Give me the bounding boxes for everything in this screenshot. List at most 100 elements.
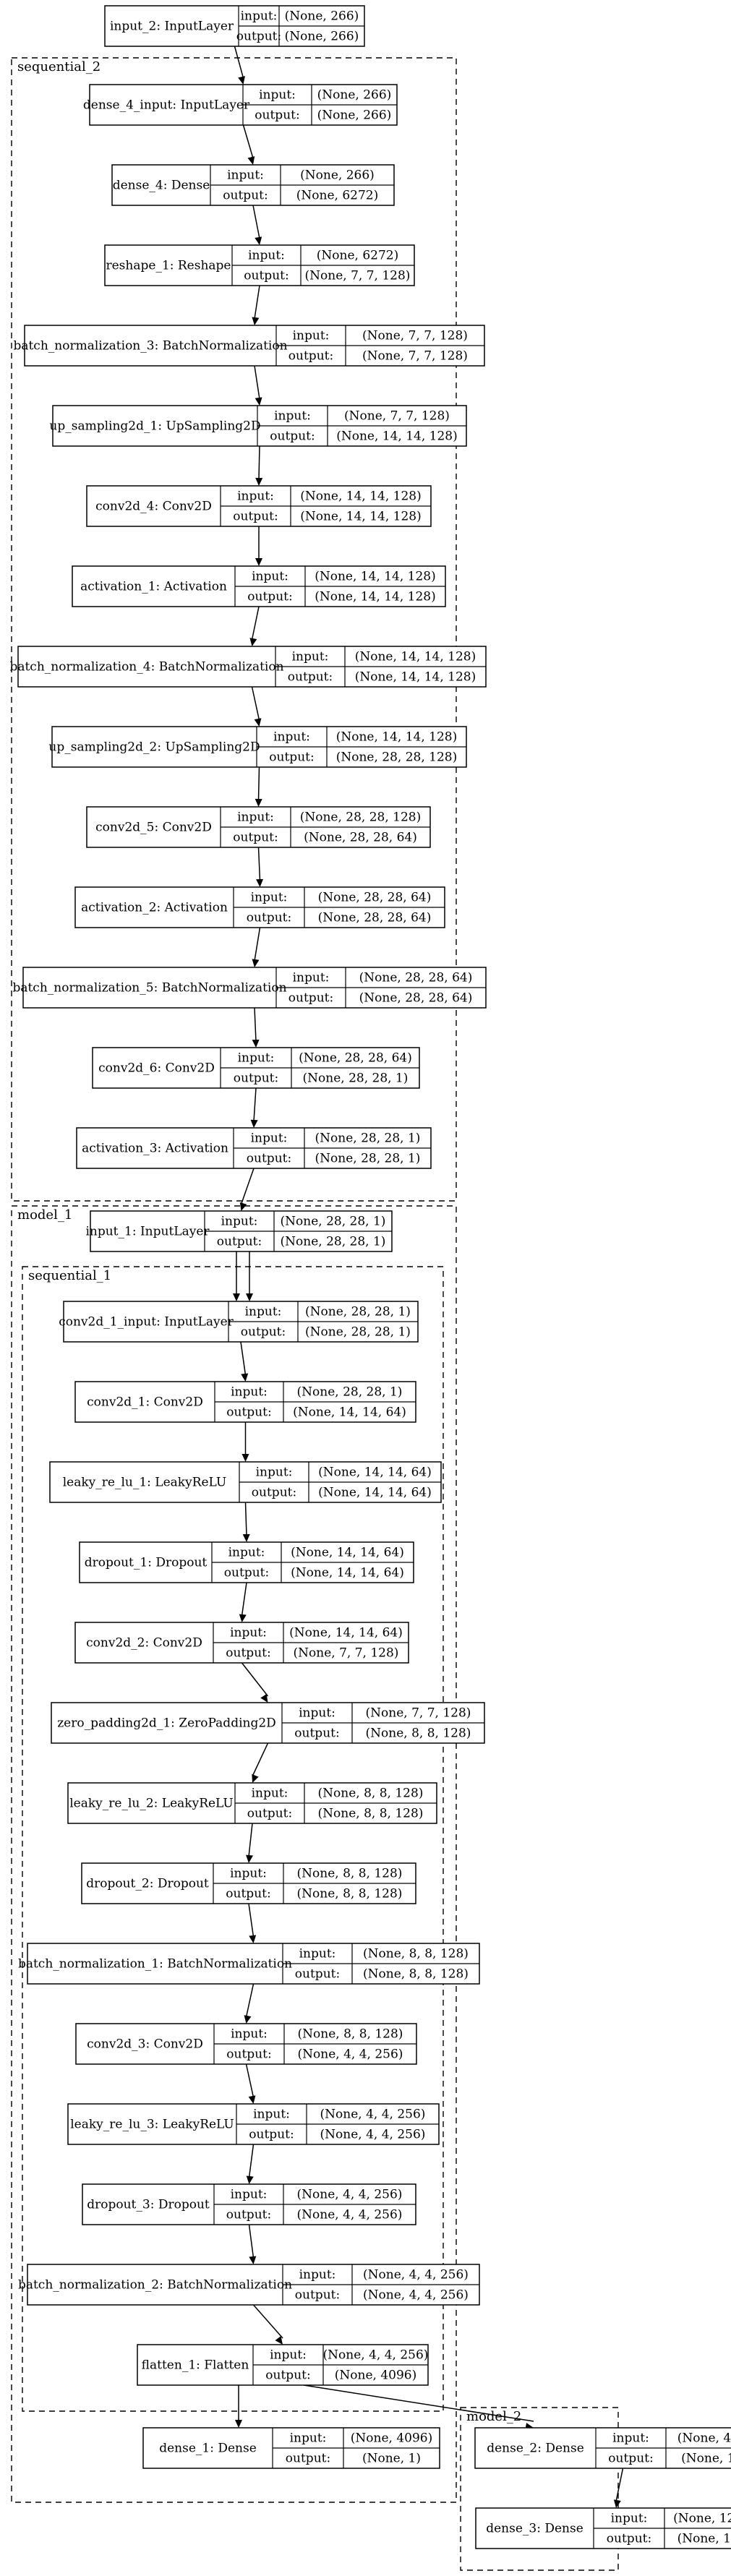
edge-line bbox=[258, 445, 260, 480]
edge-n10-n11 bbox=[255, 766, 262, 807]
output-shape: (None, 4, 4, 256) bbox=[320, 2128, 426, 2142]
edge-line bbox=[248, 2224, 255, 2259]
edge-line bbox=[245, 1983, 255, 2018]
cluster-label: sequential_1 bbox=[28, 1268, 111, 1283]
edge-n23-n24 bbox=[246, 1823, 253, 1863]
input-port-label: input: bbox=[270, 2348, 307, 2363]
input-shape: (None, 4, 4, 256) bbox=[320, 2108, 426, 2122]
output-shape: (None, 14, 14, 128) bbox=[336, 429, 458, 444]
input-port-label: input: bbox=[293, 329, 330, 343]
input-port-label: input: bbox=[237, 810, 274, 825]
input-shape: (None, 8, 8, 128) bbox=[318, 1786, 424, 1801]
layer-name: dropout_1: Dropout bbox=[85, 1556, 208, 1570]
edge-line bbox=[248, 1903, 255, 1938]
input-shape: (None, 28, 28, 1) bbox=[315, 1131, 421, 1146]
input-port-label: input: bbox=[611, 2512, 648, 2526]
layer-node-n15: activation_3: Activationinput:output:(No… bbox=[76, 1127, 432, 1169]
edge-n24-n25 bbox=[248, 1903, 257, 1943]
input-shape: (None, 14, 14, 128) bbox=[336, 730, 458, 745]
output-shape: (None, 8, 8, 128) bbox=[318, 1807, 424, 1821]
output-port-label: output: bbox=[234, 1071, 278, 1086]
input-port-label: input: bbox=[237, 489, 274, 504]
output-shape: (None, 266) bbox=[285, 30, 359, 44]
input-shape: (None, 8, 8, 128) bbox=[298, 2027, 403, 2042]
arrowhead bbox=[246, 1854, 253, 1863]
layer-name: dense_1: Dense bbox=[159, 2442, 257, 2456]
edge-line bbox=[252, 205, 260, 239]
layer-name: reshape_1: Reshape bbox=[106, 259, 231, 273]
arrowhead bbox=[239, 1614, 247, 1622]
output-shape: (None, 1) bbox=[362, 2452, 421, 2466]
layer-name: batch_normalization_1: BatchNormalizatio… bbox=[18, 1957, 292, 1972]
arrowhead bbox=[249, 1935, 257, 1943]
edge-n27-n28 bbox=[246, 2144, 255, 2184]
output-port-label: output: bbox=[295, 2288, 340, 2303]
output-port-label: output: bbox=[247, 1152, 291, 1166]
edge-n16-n17 bbox=[233, 1251, 240, 1301]
input-shape: (None, 28, 28, 1) bbox=[297, 1385, 403, 1400]
output-shape: (None, 4096) bbox=[335, 2369, 416, 2383]
edge-line bbox=[253, 1087, 257, 1122]
arrowhead bbox=[254, 718, 262, 727]
edge-line bbox=[251, 686, 260, 721]
arrowhead bbox=[239, 1202, 247, 1211]
output-port-label: output: bbox=[233, 831, 278, 845]
layer-name: conv2d_6: Conv2D bbox=[98, 1061, 215, 1076]
output-port-label: output: bbox=[217, 1235, 262, 1249]
edge-line bbox=[257, 847, 261, 881]
input-port-label: input: bbox=[290, 2431, 327, 2446]
layer-node-n23: leaky_re_lu_2: LeakyReLUinput:output:(No… bbox=[67, 1782, 437, 1824]
output-shape: (None, 28, 28, 64) bbox=[304, 831, 417, 845]
edge-line bbox=[257, 766, 260, 801]
layer-name: dense_3: Dense bbox=[486, 2522, 583, 2536]
layer-node-n6: up_sampling2d_1: UpSampling2Dinput:outpu… bbox=[49, 405, 467, 447]
input-shape: (None, 4096) bbox=[677, 2431, 731, 2446]
edge-n5-n6 bbox=[254, 365, 262, 406]
input-shape: (None, 14, 14, 128) bbox=[355, 650, 476, 664]
edge-line bbox=[254, 927, 261, 962]
edge-line bbox=[245, 2063, 255, 2098]
edge-line bbox=[254, 285, 260, 320]
input-port-label: input: bbox=[251, 891, 288, 905]
arrowhead bbox=[255, 236, 262, 245]
edge-n12-n13 bbox=[252, 927, 261, 967]
output-shape: (None, 14, 14, 64) bbox=[318, 1486, 432, 1500]
arrowhead bbox=[241, 1454, 249, 1462]
edge-line bbox=[252, 2304, 283, 2339]
edge-line bbox=[254, 365, 260, 400]
input-shape: (None, 28, 28, 1) bbox=[305, 1305, 411, 1319]
input-shape: (None, 14, 14, 128) bbox=[300, 489, 422, 504]
arrowhead bbox=[255, 798, 262, 807]
edge-n16-n17 bbox=[246, 1251, 253, 1301]
layer-name: zero_padding2d_1: ZeroPadding2D bbox=[57, 1716, 276, 1731]
arrowhead bbox=[255, 558, 262, 566]
layer-node-n5: batch_normalization_3: BatchNormalizatio… bbox=[13, 325, 485, 367]
layer-name: dense_4: Dense bbox=[113, 179, 210, 193]
edge-line bbox=[252, 1742, 269, 1777]
input-port-label: input: bbox=[230, 1626, 267, 1640]
arrowhead bbox=[252, 317, 260, 325]
input-shape: (None, 28, 28, 64) bbox=[299, 1051, 412, 1066]
output-shape: (None, 7, 7, 128) bbox=[362, 349, 468, 364]
edge-n7-n8 bbox=[255, 526, 262, 566]
layer-node-n29: batch_normalization_2: BatchNormalizatio… bbox=[18, 2264, 480, 2306]
input-port-label: input: bbox=[245, 1305, 282, 1319]
output-shape: (None, 266) bbox=[317, 108, 392, 123]
input-port-label: input: bbox=[612, 2431, 649, 2446]
input-shape: (None, 14, 14, 128) bbox=[315, 570, 436, 584]
layer-node-n17: conv2d_1_input: InputLayerinput:output:(… bbox=[59, 1301, 419, 1343]
input-shape: (None, 7, 7, 128) bbox=[366, 1706, 471, 1721]
edge-n8-n9 bbox=[249, 606, 260, 646]
edge-n26-n27 bbox=[245, 2063, 256, 2104]
edge-n17-n18 bbox=[240, 1341, 249, 1382]
layer-name: batch_normalization_2: BatchNormalizatio… bbox=[18, 2278, 292, 2293]
output-port-label: output: bbox=[286, 2452, 330, 2466]
arrowhead bbox=[241, 1373, 249, 1382]
edge-n21-n22 bbox=[241, 1662, 269, 1703]
output-port-label: output: bbox=[244, 269, 288, 283]
